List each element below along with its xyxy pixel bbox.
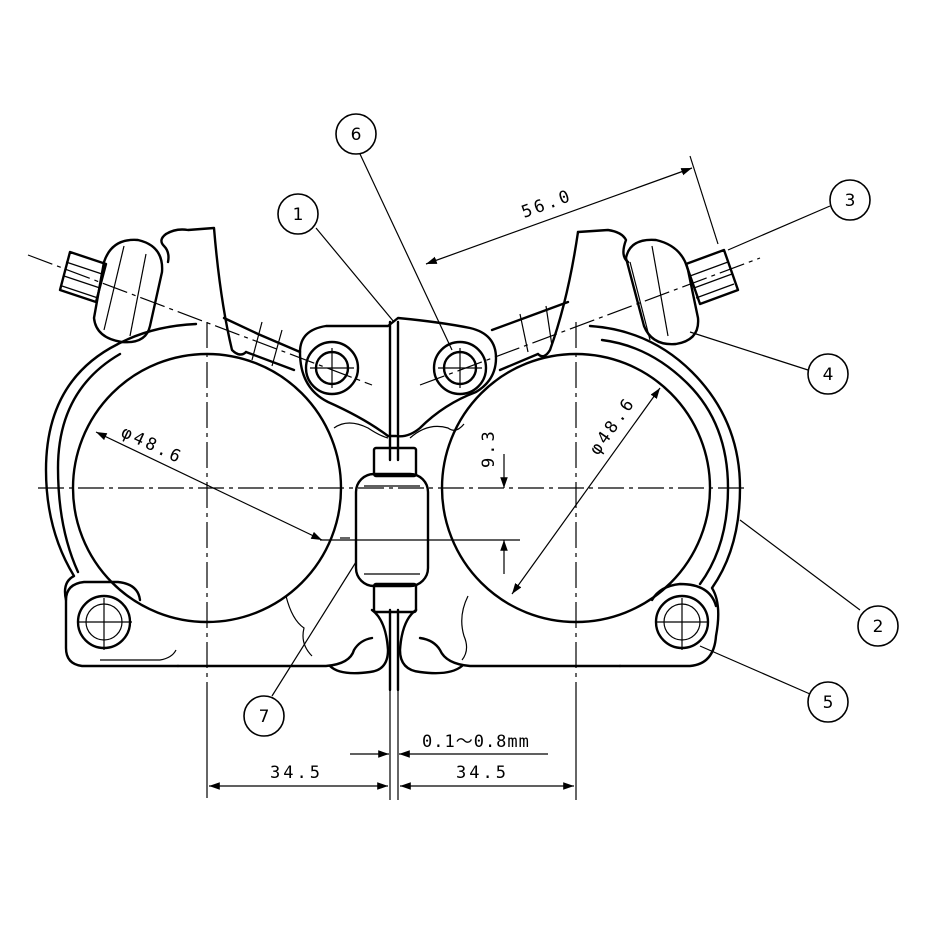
dimension-lines <box>95 155 719 800</box>
clamp-body <box>44 322 742 668</box>
left-tube <box>71 352 343 624</box>
callout-4-label: 4 <box>823 365 834 385</box>
callout-3-label: 3 <box>845 191 856 211</box>
callout-7-label: 7 <box>259 707 270 727</box>
lower-rivets <box>76 594 710 650</box>
callout-6-label: 6 <box>351 125 362 145</box>
dim-rivet-gap: 9.3 <box>479 428 499 468</box>
dim-half-width-right: 34.5 <box>456 763 509 783</box>
callout-2-label: 2 <box>873 617 884 637</box>
dim-half-width-left: 34.5 <box>270 763 323 783</box>
callout-2: 2 <box>857 605 899 647</box>
dim-tube-dia-right: φ48.6 <box>586 393 640 459</box>
dim-bolt-span: 56.0 <box>519 186 576 223</box>
callout-1: 1 <box>277 193 319 235</box>
callout-5: 5 <box>807 681 849 723</box>
callout-1-label: 1 <box>293 205 304 225</box>
callout-7: 7 <box>243 695 285 737</box>
bolts <box>58 238 740 346</box>
hinge-arms <box>160 226 630 439</box>
tubes <box>71 352 712 624</box>
callout-3: 3 <box>829 179 871 221</box>
center-rivet <box>320 320 520 692</box>
leader-lines <box>271 153 861 697</box>
callout-4: 4 <box>807 353 849 395</box>
callout-5-label: 5 <box>823 693 834 713</box>
dim-slit-gap: 0.1～0.8mm <box>422 732 530 752</box>
dim-tube-dia-left: φ48.6 <box>118 422 186 468</box>
callout-6: 6 <box>335 113 377 155</box>
right-tube <box>440 352 712 624</box>
dimension-labels: 56.0 φ48.6 φ48.6 9.3 0.1～0.8mm 34.5 34.5 <box>118 186 640 783</box>
